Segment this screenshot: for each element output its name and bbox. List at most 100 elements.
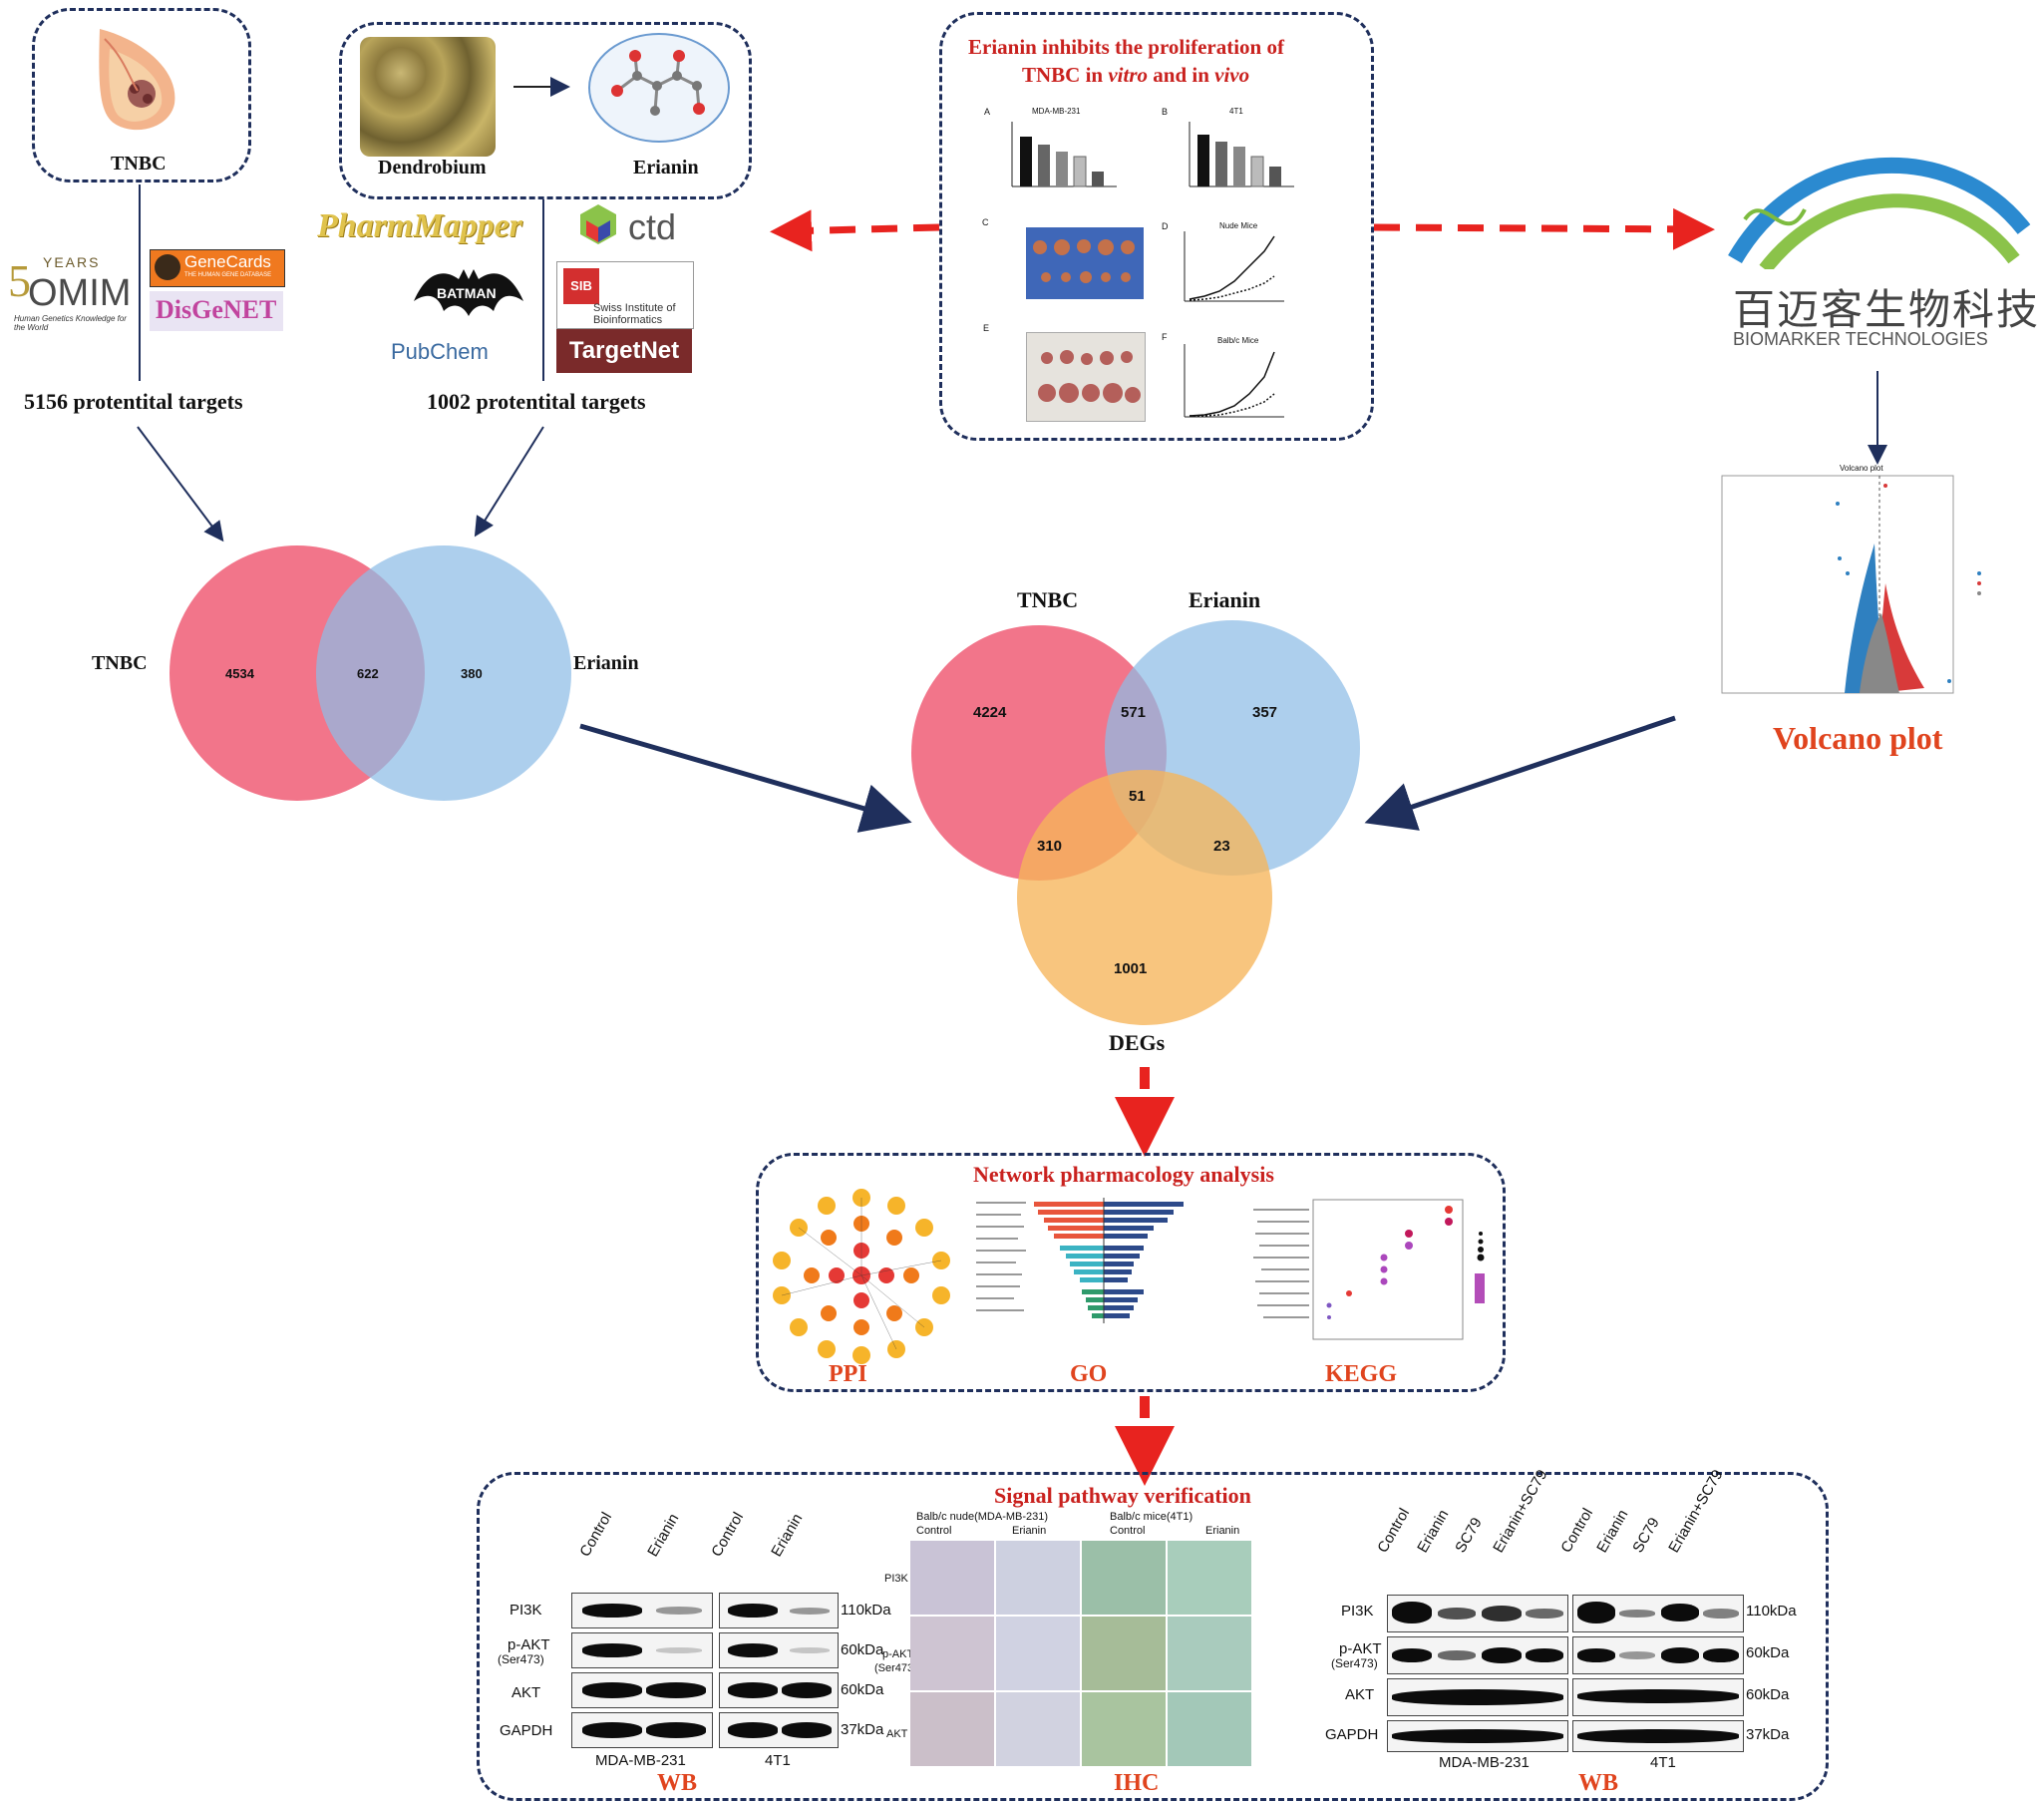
- volcano-plot-figure: Volcano plot: [1710, 464, 2019, 711]
- dendrobium-erianin-box: Dendrobium Erianin: [339, 22, 752, 199]
- venn3-ab: 571: [1121, 704, 1147, 721]
- wb-left-blot-pakt-2: [719, 1632, 839, 1668]
- left-targets-count: 5156 protentital targets: [24, 389, 243, 414]
- ihc-image-grid: [910, 1541, 1251, 1766]
- breast-illustration: [80, 19, 199, 139]
- wb-right-kda-1: 110kDa: [1746, 1603, 1797, 1620]
- wb-right-cell-2: 4T1: [1650, 1754, 1676, 1771]
- wb-left-col-2: Erianin: [644, 1511, 683, 1560]
- wb-left-blot-gapdh-2: [719, 1712, 839, 1748]
- arrow-left-to-venn: [137, 426, 224, 542]
- kegg-chart-figure: [1249, 1194, 1499, 1368]
- red-arrow-left: [770, 209, 940, 252]
- disgenet-name: DisGeNET: [156, 295, 277, 324]
- tnbc-box: TNBC: [32, 8, 251, 182]
- batman-name: BATMAN: [437, 285, 497, 301]
- venn3-abc: 51: [1129, 788, 1146, 805]
- go-label: GO: [1070, 1361, 1108, 1387]
- venn3-degs-label: DEGs: [1109, 1030, 1166, 1055]
- wb-right-col-8: Erianin+SC79: [1665, 1466, 1727, 1556]
- ihc-label: IHC: [1114, 1770, 1160, 1796]
- pharmmapper-logo: PharmMapper: [317, 207, 522, 244]
- omim-fifty: 5: [8, 255, 31, 306]
- batman-logo: BATMAN: [409, 261, 528, 321]
- panel-a-title: MDA-MB-231: [1032, 107, 1081, 116]
- go-chart-figure: [976, 1194, 1215, 1368]
- volcano-label: Volcano plot: [1773, 720, 1943, 756]
- venn2-right-only: 380: [461, 666, 483, 681]
- panel-a-letter: A: [984, 107, 991, 117]
- omim-logo: YEARS 5 OMIM Human Genetics Knowledge fo…: [8, 254, 138, 334]
- wb-left-row-akt: AKT: [511, 1684, 541, 1701]
- proliferation-title-1: Erianin inhibits the proliferation of: [968, 35, 1284, 59]
- pubchem-logo: PubChem: [391, 339, 489, 364]
- wb-right-kda-2: 60kDa: [1746, 1644, 1790, 1661]
- wb-right-kda-4: 37kDa: [1746, 1726, 1790, 1743]
- wb-left-row-gapdh: GAPDH: [500, 1722, 553, 1739]
- wb-left-col-4: Erianin: [768, 1511, 807, 1560]
- wb-left-cell-2: 4T1: [765, 1752, 791, 1769]
- signal-pathway-box: Signal pathway verification Control Eria…: [477, 1467, 1829, 1801]
- tumor-photo-c: C: [982, 217, 1144, 299]
- venn3-ac: 310: [1037, 838, 1063, 855]
- omim-tagline: Human Genetics Knowledge for the World: [14, 314, 127, 332]
- wb-left-row-pi3k: PI3K: [510, 1602, 542, 1619]
- wb-left-cell-1: MDA-MB-231: [595, 1752, 686, 1769]
- pathway-title: Signal pathway verification: [994, 1483, 1251, 1508]
- wb-right-kda-3: 60kDa: [1746, 1686, 1790, 1703]
- mini-bar-chart-a: A MDA-MB-231: [984, 107, 1122, 201]
- ppi-label: PPI: [829, 1361, 867, 1387]
- ihc-col-1: Control: [916, 1525, 952, 1537]
- wb-right-row-akt: AKT: [1345, 1686, 1375, 1703]
- venn2-erianin-circle: [316, 545, 571, 801]
- tnbc-label: TNBC: [111, 153, 167, 175]
- wb-right-col-1: Control: [1374, 1505, 1414, 1556]
- venn3-tnbc-label: TNBC: [1017, 587, 1079, 612]
- wb-right-blot-akt-2: [1572, 1678, 1744, 1716]
- wb-right-blot-pi3k-1: [1387, 1595, 1568, 1632]
- wb-left-kda-4: 37kDa: [841, 1721, 884, 1738]
- kegg-label: KEGG: [1325, 1361, 1398, 1387]
- wb-right-col-6: Erianin: [1593, 1507, 1632, 1556]
- title-part-d: vivo: [1214, 63, 1250, 87]
- wb-right-blot-pakt-2: [1572, 1636, 1744, 1674]
- title-part-a: TNBC in: [1022, 63, 1109, 87]
- wb-right-label: WB: [1578, 1770, 1619, 1796]
- wb-right-panel: Control Erianin SC79 Erianin+SC79 Contro…: [1325, 1467, 1797, 1752]
- wb-right-row-pakt: p-AKT: [1339, 1640, 1382, 1657]
- red-arrow-right: [1373, 207, 1715, 250]
- title-part-c: and in: [1148, 63, 1215, 87]
- wb-left-blot-gapdh-1: [571, 1712, 713, 1748]
- mini-line-chart-f: F Balb/c Mice: [1162, 332, 1309, 427]
- wb-left-panel: Control Erianin Control Erianin PI3K p-A…: [484, 1509, 891, 1769]
- venn3-bc: 23: [1213, 838, 1230, 855]
- biomarker-logo-mark: [1725, 150, 2034, 274]
- ihc-row-akt: AKT: [886, 1728, 908, 1740]
- venn3-degs-circle: [1017, 770, 1272, 1025]
- genecards-logo: GeneCards THE HUMAN GENE DATABASE: [150, 249, 285, 287]
- genecards-name: GeneCards: [184, 252, 271, 271]
- arrow-volcano-venn3: [1364, 715, 1676, 831]
- ihc-group-2: Balb/c mice(4T1): [1110, 1511, 1193, 1523]
- wb-right-blot-gapdh-1: [1387, 1720, 1568, 1752]
- wb-left-col-3: Control: [708, 1509, 748, 1560]
- proliferation-title-2: TNBC in vitro and in vivo: [1022, 63, 1249, 88]
- wb-right-row-gapdh: GAPDH: [1325, 1726, 1379, 1743]
- wb-right-col-7: SC79: [1629, 1514, 1663, 1556]
- genecards-icon: [155, 254, 180, 280]
- ihc-col-2: Erianin: [1012, 1525, 1047, 1537]
- wb-left-kda-3: 60kDa: [841, 1681, 884, 1698]
- sib-line1: Swiss Institute of: [593, 302, 676, 314]
- erianin-molecule: [587, 31, 732, 146]
- mini-line-chart-d: D Nude Mice: [1162, 221, 1309, 311]
- wb-right-col-2: Erianin: [1414, 1507, 1453, 1556]
- wb-right-row-pi3k: PI3K: [1341, 1603, 1374, 1620]
- genecards-sub: THE HUMAN GENE DATABASE: [184, 272, 272, 278]
- panel-d-letter: D: [1162, 221, 1169, 231]
- venn2-left-only: 4534: [225, 666, 254, 681]
- wb-left-blot-pi3k-1: [571, 1593, 713, 1628]
- venn3-a-only: 4224: [973, 704, 1007, 721]
- panel-f-title: Balb/c Mice: [1217, 336, 1259, 345]
- panel-b-letter: B: [1162, 107, 1169, 117]
